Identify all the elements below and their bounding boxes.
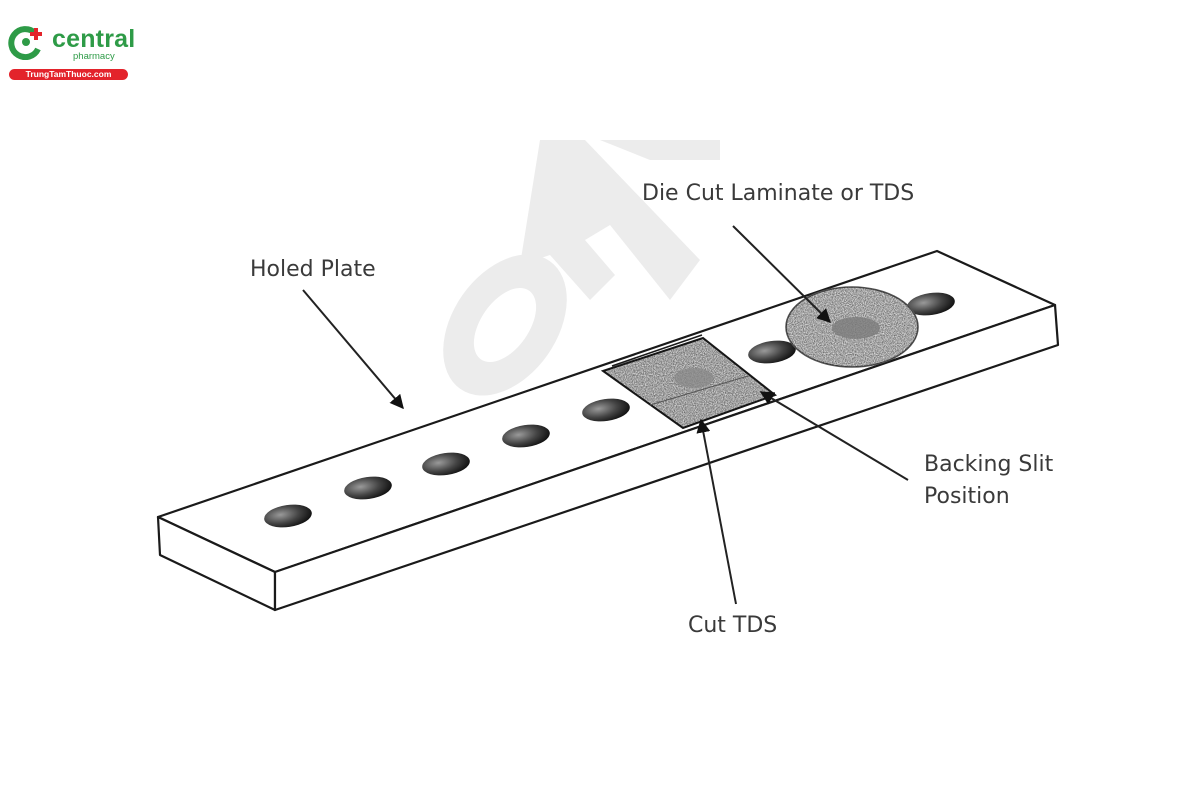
hole — [422, 452, 470, 476]
hole — [582, 398, 630, 422]
hole — [502, 424, 550, 448]
hole — [344, 476, 392, 500]
die-cut-laminate-circle — [785, 286, 919, 368]
logo-c-cross-icon — [8, 26, 42, 60]
brand-website-link[interactable]: TrungTamThuoc.com — [9, 69, 128, 80]
label-holed-plate: Holed Plate — [250, 257, 376, 282]
brand-name: central — [52, 25, 136, 53]
callout-arrows — [302, 225, 909, 605]
brand-subtitle: pharmacy — [73, 51, 115, 62]
arrow-die-cut — [732, 225, 831, 323]
plate-holes — [264, 292, 955, 528]
watermark — [443, 140, 720, 396]
label-cut-tds: Cut TDS — [688, 613, 778, 638]
central-pharmacy-logo: central pharmacy TrungTamThuoc.com — [6, 22, 135, 82]
arrow-holed-plate — [302, 289, 404, 410]
hole — [264, 504, 312, 528]
hole — [907, 292, 955, 316]
arrow-backing-slit — [759, 391, 909, 481]
arrow-cut-tds — [696, 418, 737, 605]
hole — [748, 340, 796, 364]
label-die-cut-laminate: Die Cut Laminate or TDS — [642, 181, 915, 206]
label-backing-slit-line2: Position — [924, 484, 1010, 509]
label-backing-slit-line1: Backing Slit — [924, 452, 1054, 477]
